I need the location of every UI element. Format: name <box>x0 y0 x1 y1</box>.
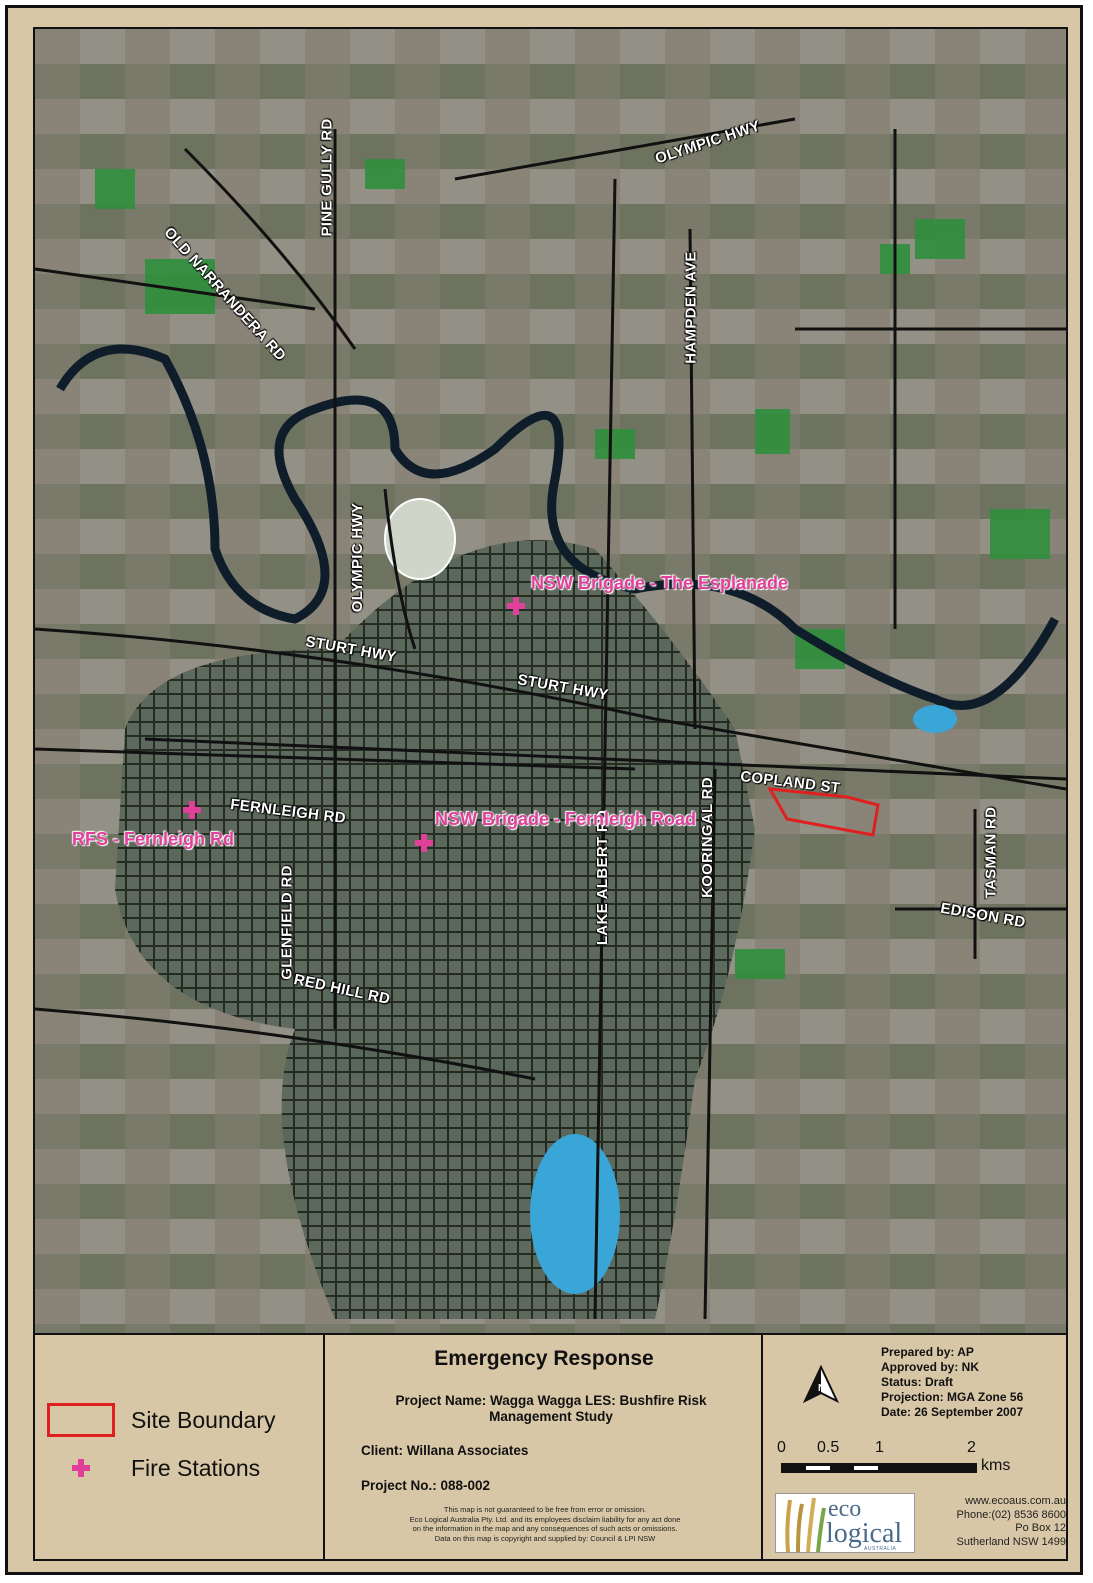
disclaimer-line: Data on this map is copyright and suppli… <box>434 1533 656 1543</box>
logo-text-australia: AUSTRALIA <box>864 1546 897 1552</box>
station-label-rfs-fernleigh: RFS - Fernleigh Rd <box>72 829 234 849</box>
website: www.ecoaus.com.au <box>965 1495 1066 1507</box>
road-label-pine-gully-rd: PINE GULLY RD <box>318 118 336 237</box>
meta-panel: N Prepared by: AP Approved by: NK Status… <box>763 1335 1068 1559</box>
fire-station-icon <box>72 1458 90 1477</box>
legend-panel: Site Boundary Fire Stations <box>35 1335 325 1559</box>
disclaimer-line: Eco Logical Australia Pty. Ltd. and its … <box>409 1514 681 1524</box>
road-label-tasman-rd: TASMAN RD <box>982 806 1000 899</box>
project-number: Project No.: 088-002 <box>361 1478 491 1493</box>
disclaimer: This map is not guaranteed to be free fr… <box>345 1505 745 1543</box>
fire-station-icon[interactable] <box>507 597 525 615</box>
racecourse <box>384 498 456 580</box>
prepared-by: Prepared by: AP <box>881 1345 974 1359</box>
murrumbidgee-river <box>56 344 1059 710</box>
station-label-fernleigh-road: NSW Brigade - Fernleigh Road <box>435 809 697 829</box>
legend-label-fire-stations: Fire Stations <box>131 1455 261 1481</box>
logo-text-logical: logical <box>826 1518 903 1549</box>
client-name: Client: Willana Associates <box>361 1443 529 1458</box>
site-boundary[interactable] <box>767 787 880 837</box>
urban-area <box>115 540 755 1319</box>
scale-bar-graphic <box>781 1463 977 1473</box>
road-label-lake-albert-rd: LAKE ALBERT RD <box>594 809 612 946</box>
svg-text:N: N <box>818 1383 825 1394</box>
scale-tick: 1 <box>875 1439 884 1456</box>
map-footer: Site Boundary Fire Stations Emergency Re… <box>33 1335 1068 1561</box>
vegetation-patches <box>95 159 1050 979</box>
status: Status: Draft <box>881 1375 954 1389</box>
legend-fire-swatch <box>47 1458 115 1479</box>
phone: Phone:(02) 8536 8600 <box>956 1508 1066 1521</box>
road-label-glenfield-rd: GLENFIELD RD <box>278 865 296 980</box>
logo-text-eco: eco <box>828 1496 862 1522</box>
info-panel: Emergency Response Project Name: Wagga W… <box>325 1335 763 1559</box>
legend-label-site-boundary: Site Boundary <box>131 1406 276 1433</box>
fire-station-icon[interactable] <box>183 801 201 819</box>
legend-item-site-boundary: Site Boundary <box>47 1403 275 1437</box>
po-box: Po Box 12 <box>1015 1522 1066 1534</box>
date: Date: 26 September 2007 <box>881 1405 1024 1419</box>
satellite-map[interactable]: OLYMPIC HWY OLD NARRANDERA RD PINE GULLY… <box>33 27 1068 1335</box>
road-label-olympic-hwy-south: OLYMPIC HWY <box>349 502 367 613</box>
project-name: Project Name: Wagga Wagga LES: Bushfire … <box>395 1393 707 1424</box>
map-title: Emergency Response <box>434 1347 654 1370</box>
map-graphics <box>35 29 1066 1333</box>
road-network <box>35 117 1066 1320</box>
disclaimer-line: on the information in the map and any co… <box>412 1524 678 1533</box>
scale-tick: 0.5 <box>817 1439 840 1456</box>
station-label-esplanade: NSW Brigade - The Esplanade <box>531 573 789 593</box>
road-label-kooringal-rd: KOORINGAL RD <box>698 777 716 898</box>
projection: Projection: MGA Zone 56 <box>881 1390 1024 1404</box>
map-metadata: Prepared by: AP Approved by: NK Status: … <box>881 1345 1023 1420</box>
scale-unit: kms <box>981 1457 1011 1474</box>
lake-albert <box>530 1134 620 1294</box>
legend-item-fire-stations: Fire Stations <box>47 1455 260 1482</box>
address: Sutherland NSW 1499 <box>956 1535 1066 1548</box>
lagoon <box>913 705 957 733</box>
fire-station-icon[interactable] <box>415 834 433 852</box>
contact-details: www.ecoaus.com.au Phone:(02) 8536 8600 P… <box>921 1495 1066 1549</box>
scale-bar: 0 0.5 1 2 kms <box>777 1439 1057 1479</box>
grass-icon <box>785 1497 826 1552</box>
road-label-hampden-ave: HAMPDEN AVE <box>682 251 700 364</box>
eco-logical-logo: eco logical AUSTRALIA <box>775 1493 915 1553</box>
north-arrow-icon: N <box>802 1365 840 1404</box>
disclaimer-line: This map is not guaranteed to be free fr… <box>443 1505 647 1514</box>
site-boundary-swatch <box>47 1403 115 1437</box>
scale-tick: 0 <box>777 1439 786 1456</box>
scale-tick: 2 <box>967 1439 976 1456</box>
approved-by: Approved by: NK <box>881 1360 980 1374</box>
